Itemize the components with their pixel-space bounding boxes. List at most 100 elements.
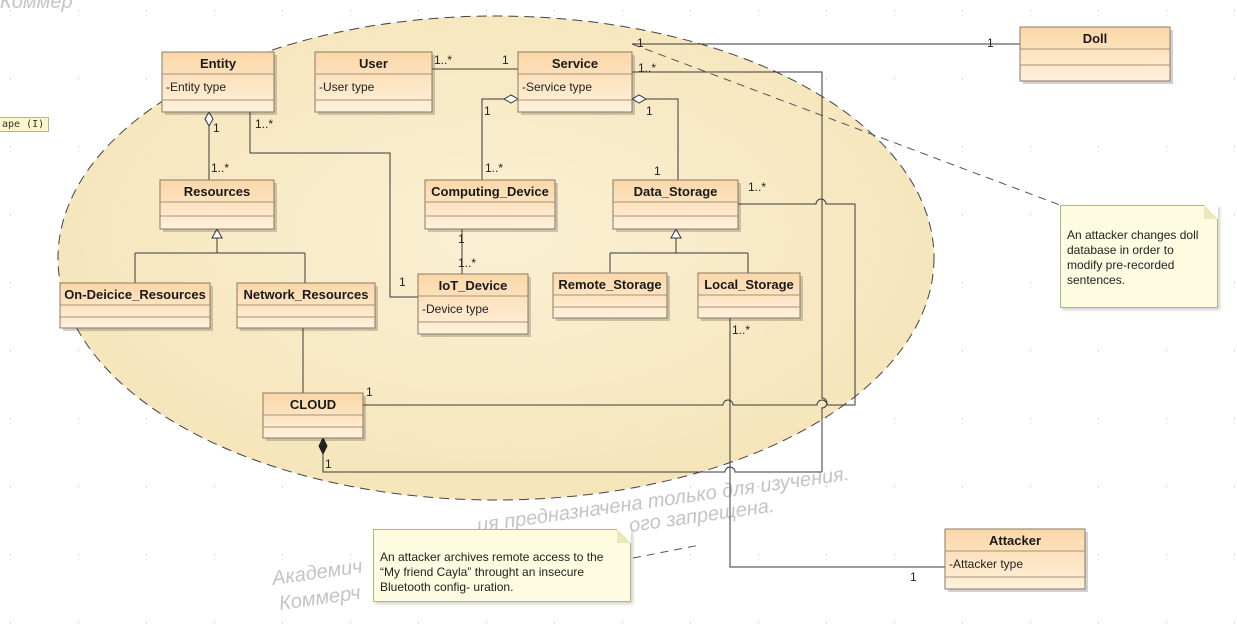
grid-dot xyxy=(1234,146,1235,147)
class-box xyxy=(161,51,275,113)
class-name: Attacker xyxy=(989,533,1041,548)
grid-dot xyxy=(962,350,963,351)
shape-tag[interactable]: ape (I) xyxy=(0,117,50,132)
grid-dot xyxy=(146,418,147,419)
grid-dot xyxy=(1098,622,1099,623)
attacker-note-text: An attacker archives remote access to th… xyxy=(380,550,604,594)
grid-dot xyxy=(1234,486,1235,487)
note-fold-corner xyxy=(617,529,631,543)
grid-dot xyxy=(894,554,895,555)
doll-note[interactable]: An attacker changes doll database in ord… xyxy=(1060,205,1218,308)
grid-dot xyxy=(1234,350,1235,351)
grid-dot xyxy=(1098,146,1099,147)
grid-dot xyxy=(418,622,419,623)
mult-label: 1 xyxy=(213,121,220,135)
grid-dot xyxy=(214,10,215,11)
attacker-note-anchor xyxy=(632,544,701,559)
grid-dot xyxy=(962,78,963,79)
grid-dot xyxy=(10,486,11,487)
class-resources[interactable]: Resources xyxy=(159,179,277,232)
grid-dot xyxy=(826,78,827,79)
system-boundary-ellipse xyxy=(57,15,935,501)
grid-dot xyxy=(1166,486,1167,487)
grid-dot xyxy=(690,554,691,555)
grid-dot xyxy=(554,10,555,11)
class-local-storage[interactable]: Local_Storage xyxy=(697,272,803,321)
grid-dot xyxy=(962,486,963,487)
grid-dot xyxy=(690,10,691,11)
mult-label: 1..* xyxy=(485,161,503,175)
class-name: Entity xyxy=(200,56,237,71)
grid-dot xyxy=(758,10,759,11)
grid-dot xyxy=(962,10,963,11)
grid-dot xyxy=(1234,554,1235,555)
generalization-triangle xyxy=(211,227,223,239)
grid-dot xyxy=(10,622,11,623)
grid-dot xyxy=(1234,622,1235,623)
grid-dot xyxy=(690,486,691,487)
class-computing-device[interactable]: Computing_Device xyxy=(424,179,558,232)
grid-dot xyxy=(826,418,827,419)
grid-dot xyxy=(78,418,79,419)
class-name: Network_Resources xyxy=(244,287,369,302)
mult-label: 1 xyxy=(458,232,465,246)
watermark-top-left: Коммер xyxy=(0,0,73,13)
class-name: Computing_Device xyxy=(431,184,549,199)
grid-dot xyxy=(1098,418,1099,419)
grid-dot xyxy=(1234,214,1235,215)
grid-dot xyxy=(146,78,147,79)
class-remote-storage[interactable]: Remote_Storage xyxy=(552,272,670,321)
grid-dot xyxy=(1030,282,1031,283)
grid-dot xyxy=(1098,10,1099,11)
class-doll[interactable]: Doll xyxy=(1019,26,1173,84)
grid-dot xyxy=(78,622,79,623)
class-network-resources[interactable]: Network_Resources xyxy=(236,282,378,331)
class-on-device-resources[interactable]: On-Deicice_Resources xyxy=(59,282,213,331)
class-attacker[interactable]: Attacker -Attacker type xyxy=(944,528,1088,592)
class-user[interactable]: User-User type xyxy=(314,51,435,115)
grid-dot xyxy=(1234,282,1235,283)
grid-dot xyxy=(1030,146,1031,147)
grid-dot xyxy=(894,78,895,79)
grid-dot xyxy=(894,486,895,487)
class-name: On-Deicice_Resources xyxy=(64,287,206,302)
grid-dot xyxy=(282,10,283,11)
grid-dot xyxy=(282,486,283,487)
grid-dot xyxy=(214,554,215,555)
class-data-storage[interactable]: Data_Storage xyxy=(612,179,741,232)
class-attribute: -Attacker type xyxy=(949,557,1023,571)
class-iot-device[interactable]: IoT_Device-Device type xyxy=(417,273,531,337)
mult-label: 1..* xyxy=(732,323,750,337)
class-name: Data_Storage xyxy=(634,184,718,199)
grid-dot xyxy=(622,10,623,11)
mult-label: 1..* xyxy=(255,117,273,131)
grid-dot xyxy=(1234,10,1235,11)
mult-label: 1..* xyxy=(458,256,476,270)
class-attribute: -Entity type xyxy=(166,80,226,94)
grid-dot xyxy=(78,350,79,351)
grid-dot xyxy=(962,214,963,215)
grid-dot xyxy=(962,622,963,623)
mult-label: 1..* xyxy=(748,180,766,194)
grid-dot xyxy=(1030,622,1031,623)
grid-dot xyxy=(10,10,11,11)
class-attribute: -Device type xyxy=(422,302,489,316)
class-name: Doll xyxy=(1083,31,1108,46)
attacker-note[interactable]: An attacker archives remote access to th… xyxy=(373,529,631,602)
grid-dot xyxy=(10,418,11,419)
class-service[interactable]: Service-Service type xyxy=(517,51,635,115)
class-name: Resources xyxy=(184,184,250,199)
grid-dot xyxy=(894,418,895,419)
grid-dot xyxy=(1098,486,1099,487)
class-entity[interactable]: Entity -Entity type xyxy=(161,51,277,115)
grid-dot xyxy=(10,146,11,147)
class-cloud[interactable]: CLOUD xyxy=(262,392,366,441)
grid-dot xyxy=(146,554,147,555)
grid-dot xyxy=(1030,10,1031,11)
grid-dot xyxy=(78,78,79,79)
grid-dot xyxy=(78,554,79,555)
grid-dot xyxy=(350,622,351,623)
associations xyxy=(134,43,1020,568)
mult-label: 1 xyxy=(654,164,661,178)
grid-dot xyxy=(282,554,283,555)
